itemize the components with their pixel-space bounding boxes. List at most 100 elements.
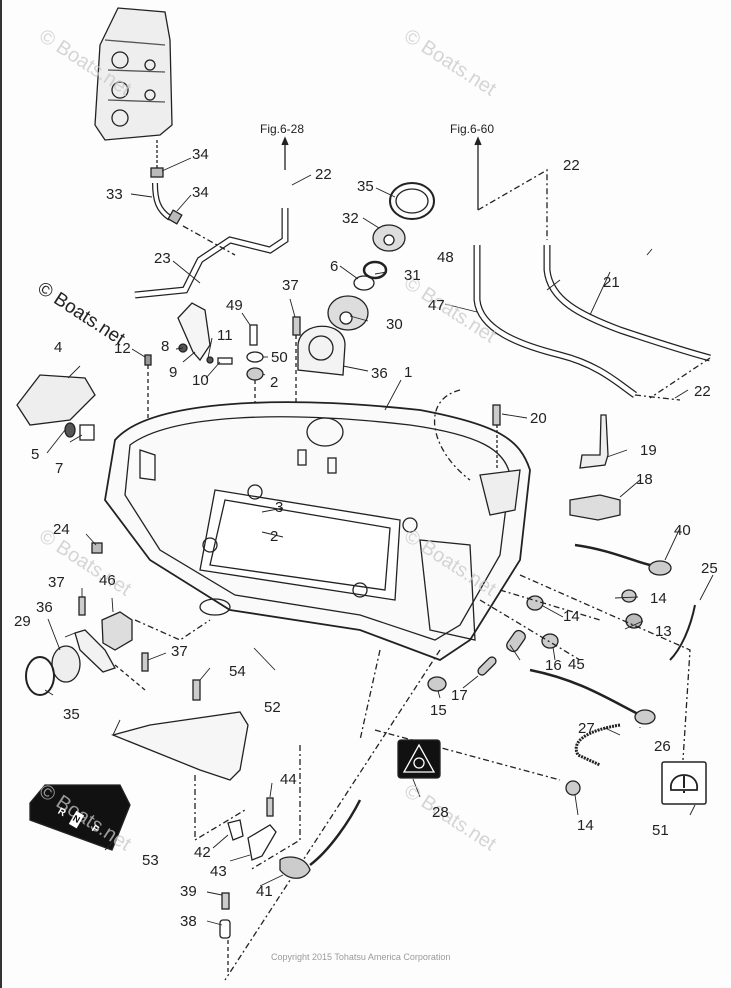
callout-7[interactable]: 7 — [55, 460, 64, 477]
callout-3[interactable]: 3 — [275, 499, 284, 516]
grommet-46 — [101, 611, 133, 651]
hose-21 — [543, 245, 711, 362]
callout-36[interactable]: 36 — [371, 365, 388, 382]
washer-6 — [353, 275, 375, 291]
callout-6[interactable]: 6 — [330, 258, 339, 275]
callout-25[interactable]: 25 — [701, 560, 718, 577]
callout-11[interactable]: 11 — [217, 327, 233, 344]
callout-22[interactable]: 22 — [694, 383, 711, 400]
callout-52[interactable]: 52 — [264, 699, 281, 716]
bolt-39 — [221, 892, 230, 910]
bolt-37c — [141, 652, 149, 672]
callout-53[interactable]: 53 — [142, 852, 159, 869]
figure-ref-6-28[interactable]: Fig.6-28 — [260, 122, 305, 136]
wire-40 — [574, 543, 651, 567]
bracket-36b — [74, 629, 116, 673]
plug-17 — [477, 656, 497, 676]
callout-35[interactable]: 35 — [63, 706, 80, 723]
callout-35[interactable]: 35 — [357, 178, 374, 195]
callout-54[interactable]: 54 — [229, 663, 246, 680]
callout-40[interactable]: 40 — [674, 522, 691, 539]
callout-37[interactable]: 37 — [48, 574, 65, 591]
callout-13[interactable]: 13 — [655, 623, 672, 640]
bolt-44 — [266, 797, 274, 817]
clamp-38 — [219, 919, 231, 939]
callout-14[interactable]: 14 — [577, 817, 594, 834]
callout-48[interactable]: 48 — [437, 249, 454, 266]
callout-9[interactable]: 9 — [169, 364, 178, 381]
seal-5 — [64, 422, 76, 438]
hose-47 — [473, 245, 637, 398]
callout-2[interactable]: 2 — [270, 374, 279, 391]
callout-4[interactable]: 4 — [54, 339, 63, 356]
callout-41[interactable]: 41 — [256, 883, 273, 900]
callout-39[interactable]: 39 — [180, 883, 197, 900]
callout-31[interactable]: 31 — [404, 267, 421, 284]
callout-29[interactable]: 29 — [14, 613, 31, 630]
callout-47[interactable]: 47 — [428, 297, 445, 314]
bolt-20 — [492, 404, 501, 426]
bolt-37b — [78, 596, 86, 616]
callout-15[interactable]: 15 — [430, 702, 447, 719]
callout-20[interactable]: 20 — [530, 410, 547, 427]
grommet-13 — [625, 613, 643, 629]
callout-36[interactable]: 36 — [36, 599, 53, 616]
callout-27[interactable]: 27 — [578, 720, 595, 737]
lower-cowl-1 — [104, 401, 531, 662]
callout-28[interactable]: 28 — [432, 804, 449, 821]
grommet-15 — [427, 676, 447, 692]
callout-14[interactable]: 14 — [650, 590, 667, 607]
callout-18[interactable]: 18 — [636, 471, 653, 488]
engine-block — [94, 7, 173, 141]
washer-50 — [246, 351, 264, 363]
screw-24 — [91, 542, 103, 554]
decal-51 — [661, 761, 707, 805]
callout-8[interactable]: 8 — [161, 338, 170, 355]
callout-22[interactable]: 22 — [315, 166, 332, 183]
grommet-16 — [506, 629, 526, 653]
callout-24[interactable]: 24 — [53, 521, 70, 538]
callout-50[interactable]: 50 — [271, 349, 288, 366]
callout-2[interactable]: 2 — [270, 528, 279, 545]
callout-5[interactable]: 5 — [31, 446, 40, 463]
callout-16[interactable]: 16 — [545, 657, 562, 674]
callout-17[interactable]: 17 — [451, 687, 468, 704]
callout-10[interactable]: 10 — [192, 372, 209, 389]
callout-21[interactable]: 21 — [603, 274, 620, 291]
clamp-34b — [167, 209, 183, 225]
grommet-2a — [246, 367, 264, 381]
callout-37[interactable]: 37 — [282, 277, 299, 294]
callout-45[interactable]: 45 — [568, 656, 585, 673]
callout-43[interactable]: 43 — [210, 863, 227, 880]
callout-33[interactable]: 33 — [106, 186, 123, 203]
callout-44[interactable]: 44 — [280, 771, 297, 788]
screw-12 — [144, 354, 152, 366]
decal-28 — [397, 739, 441, 779]
callout-19[interactable]: 19 — [640, 442, 657, 459]
clip-42 — [227, 819, 244, 841]
callout-37[interactable]: 37 — [171, 643, 188, 660]
callout-32[interactable]: 32 — [342, 210, 359, 227]
callout-34[interactable]: 34 — [192, 184, 209, 201]
collar-7 — [79, 424, 95, 441]
callout-46[interactable]: 46 — [99, 572, 116, 589]
callout-1[interactable]: 1 — [404, 364, 413, 381]
clamp-34a — [150, 167, 164, 178]
grommet-14a — [621, 589, 637, 603]
bolt-54 — [192, 679, 201, 701]
figure-ref-6-60[interactable]: Fig.6-60 — [450, 122, 495, 136]
bracket-9 — [177, 302, 211, 362]
wire-25 — [669, 604, 696, 661]
callout-14[interactable]: 14 — [563, 608, 580, 625]
callout-30[interactable]: 30 — [386, 316, 403, 333]
callout-23[interactable]: 23 — [154, 250, 171, 267]
callout-42[interactable]: 42 — [194, 844, 211, 861]
leader-lines — [44, 157, 714, 926]
callout-12[interactable]: 12 — [114, 340, 131, 357]
callout-22[interactable]: 22 — [563, 157, 580, 174]
callout-49[interactable]: 49 — [226, 297, 243, 314]
callout-38[interactable]: 38 — [180, 913, 197, 930]
callout-34[interactable]: 34 — [192, 146, 209, 163]
callout-51[interactable]: 51 — [652, 822, 669, 839]
callout-26[interactable]: 26 — [654, 738, 671, 755]
